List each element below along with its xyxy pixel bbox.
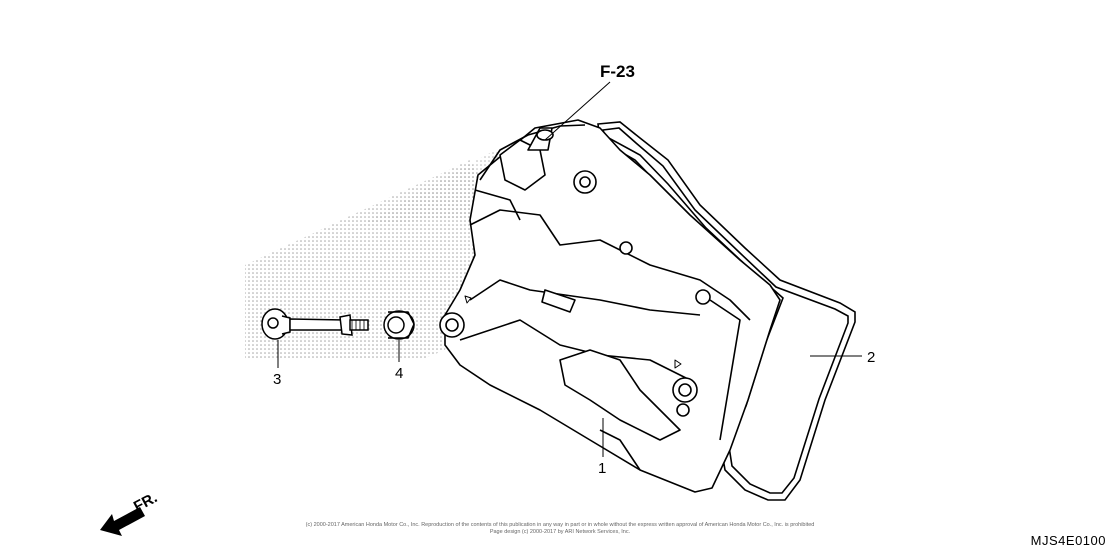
diagram-code: MJS4E0100 bbox=[1030, 533, 1106, 548]
reference-label[interactable]: F-23 bbox=[600, 62, 635, 81]
cylinder-head-cover-part-1[interactable] bbox=[439, 119, 781, 493]
callout-4: 4 bbox=[395, 365, 403, 382]
callout-3: 3 bbox=[273, 371, 281, 388]
callout-1: 1 bbox=[598, 460, 606, 477]
callout-2: 2 bbox=[867, 349, 875, 366]
flange-bolt-part-3[interactable] bbox=[261, 308, 369, 340]
copyright-notice: (c) 2000-2017 American Honda Motor Co., … bbox=[300, 522, 820, 536]
copyright-line-2: Page design (c) 2000-2017 by ARI Network… bbox=[489, 529, 631, 535]
copyright-line-1: (c) 2000-2017 American Honda Motor Co., … bbox=[305, 522, 815, 528]
leader-lines bbox=[277, 81, 862, 457]
rubber-seal-part-4[interactable] bbox=[383, 310, 415, 340]
front-direction-arrow-icon: FR. bbox=[100, 489, 160, 536]
